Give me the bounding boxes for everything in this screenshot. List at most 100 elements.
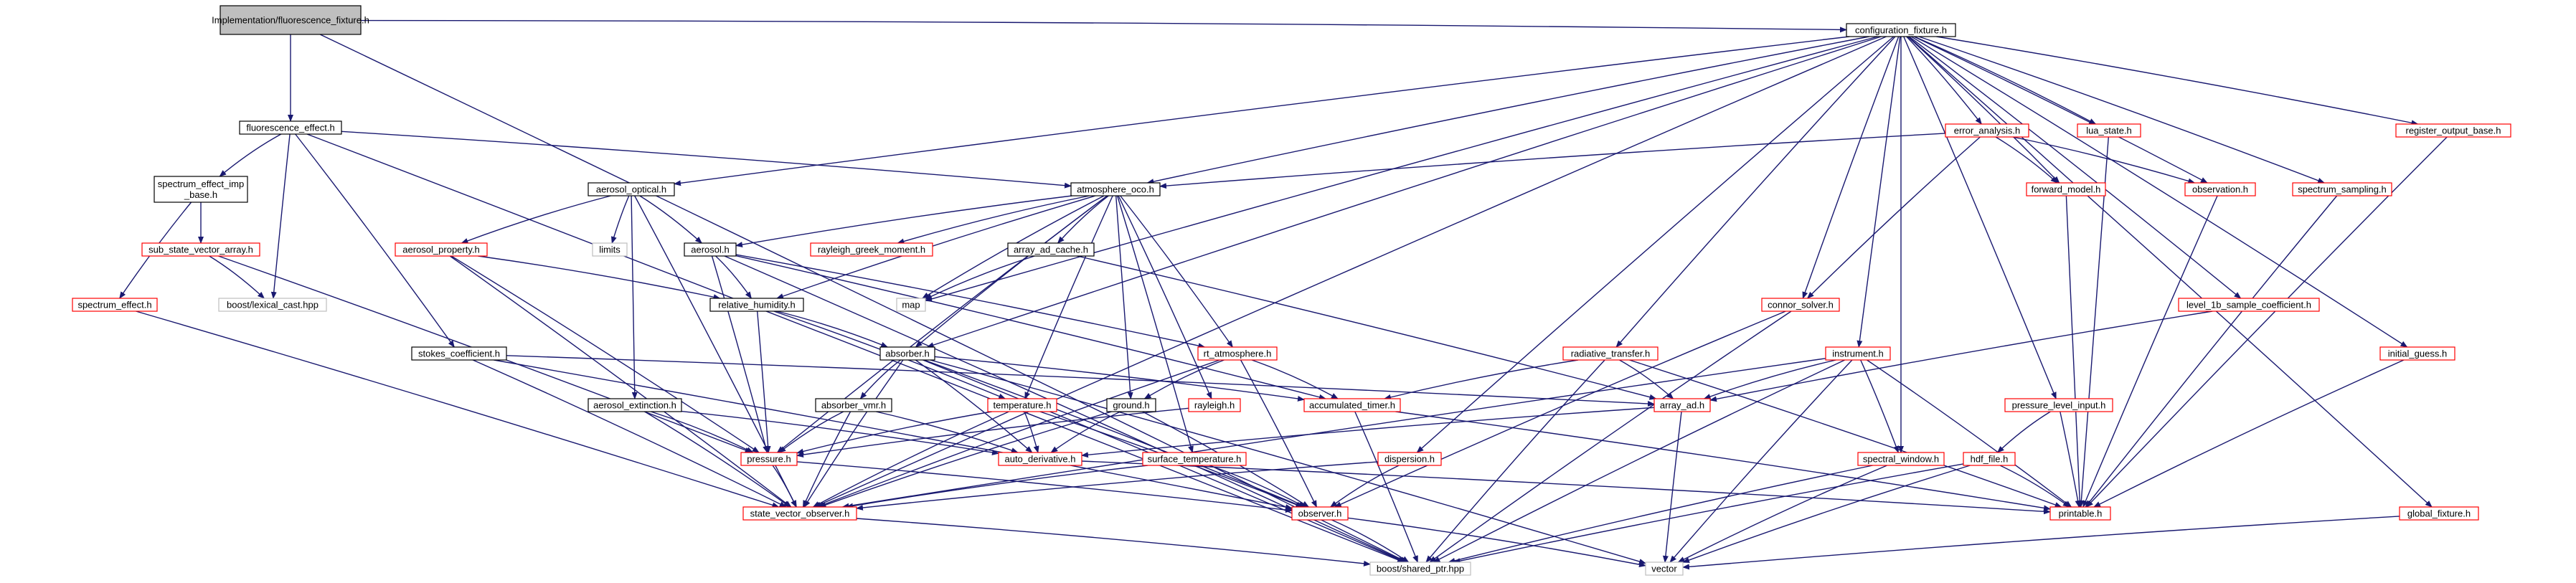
node-box[interactable] (896, 298, 926, 312)
node-boostlex[interactable]: boost/lexical_cast.hpp (218, 298, 327, 312)
node-box[interactable] (1377, 452, 1442, 466)
node-obs1[interactable]: observation.h (2184, 182, 2256, 196)
node-root[interactable]: Implementation/fluorescence_fixture.h (212, 5, 369, 35)
node-aac[interactable]: array_ad_cache.h (1007, 242, 1095, 257)
node-aeroprop[interactable]: aerosol_property.h (395, 242, 488, 257)
node-config[interactable]: configuration_fixture.h (1846, 23, 1956, 37)
node-box[interactable] (588, 398, 682, 412)
node-box[interactable] (987, 398, 1057, 412)
node-box[interactable] (1653, 398, 1711, 412)
node-box[interactable] (815, 398, 892, 412)
node-box[interactable] (998, 452, 1082, 466)
node-arrayad[interactable]: array_ad.h (1653, 398, 1711, 412)
node-box[interactable] (879, 346, 935, 361)
node-box[interactable] (1761, 298, 1840, 312)
node-box[interactable] (2184, 182, 2256, 196)
node-box[interactable] (1857, 452, 1945, 466)
node-box[interactable] (2004, 398, 2113, 412)
node-spec[interactable]: spectrum_effect.h (72, 298, 158, 312)
node-specsamp[interactable]: spectrum_sampling.h (2292, 182, 2392, 196)
node-hdf[interactable]: hdf_file.h (1963, 452, 2016, 466)
node-box[interactable] (2395, 123, 2511, 138)
node-absorber[interactable]: absorber.h (879, 346, 935, 361)
node-gfix[interactable]: global_fixture.h (2399, 506, 2479, 521)
node-svo[interactable]: state_vector_observer.h (742, 506, 857, 521)
node-box[interactable] (218, 298, 327, 312)
node-box[interactable] (395, 242, 488, 257)
node-box[interactable] (588, 182, 675, 196)
node-initg[interactable]: initial_guess.h (2379, 346, 2455, 361)
node-box[interactable] (154, 176, 248, 203)
node-box[interactable] (2178, 298, 2320, 312)
node-box[interactable] (1106, 398, 1156, 412)
node-box[interactable] (1963, 452, 2016, 466)
node-box[interactable] (72, 298, 158, 312)
node-box[interactable] (1825, 346, 1891, 361)
node-seib[interactable]: spectrum_effect_imp_base.h (154, 176, 248, 203)
node-cs[interactable]: connor_solver.h (1761, 298, 1840, 312)
node-disp[interactable]: dispersion.h (1377, 452, 1442, 466)
node-box[interactable] (810, 242, 933, 257)
node-surft[interactable]: surface_temperature.h (1142, 452, 1247, 466)
node-instr[interactable]: instrument.h (1825, 346, 1891, 361)
node-box[interactable] (1197, 346, 1278, 361)
node-box[interactable] (2292, 182, 2392, 196)
node-fluor[interactable]: fluorescence_effect.h (239, 120, 342, 135)
node-atm[interactable]: atmosphere_oco.h (1070, 182, 1161, 196)
node-lvl[interactable]: level_1b_sample_coefficient.h (2178, 298, 2320, 312)
node-box[interactable] (2379, 346, 2455, 361)
node-specwin[interactable]: spectral_window.h (1857, 452, 1945, 466)
node-box[interactable] (1007, 242, 1095, 257)
node-box[interactable] (2077, 123, 2141, 138)
node-regout[interactable]: register_output_base.h (2395, 123, 2511, 138)
node-radtr[interactable]: radiative_transfer.h (1562, 346, 1659, 361)
node-plin[interactable]: pressure_level_input.h (2004, 398, 2113, 412)
node-box[interactable] (1945, 123, 2029, 138)
node-box[interactable] (1369, 561, 1471, 576)
node-aerop[interactable]: aerosol_optical.h (588, 182, 675, 196)
node-pressure[interactable]: pressure.h (740, 452, 798, 466)
node-box[interactable] (592, 242, 628, 257)
node-ssva[interactable]: sub_state_vector_array.h (141, 242, 260, 257)
node-box[interactable] (220, 5, 362, 35)
node-box[interactable] (1142, 452, 1247, 466)
node-rayl[interactable]: rayleigh.h (1188, 398, 1241, 412)
node-lua[interactable]: lua_state.h (2077, 123, 2141, 138)
node-box[interactable] (1303, 398, 1401, 412)
node-rtatm[interactable]: rt_atmosphere.h (1197, 346, 1278, 361)
node-map[interactable]: map (896, 298, 926, 312)
node-box[interactable] (1188, 398, 1241, 412)
node-box[interactable] (1645, 561, 1684, 576)
node-stokes[interactable]: stokes_coefficient.h (411, 346, 507, 361)
node-shptr[interactable]: boost/shared_ptr.hpp (1369, 561, 1471, 576)
node-box[interactable] (2026, 182, 2106, 196)
node-aeroext[interactable]: aerosol_extinction.h (588, 398, 682, 412)
node-absvmr[interactable]: absorber_vmr.h (815, 398, 892, 412)
node-box[interactable] (742, 506, 857, 521)
node-autod[interactable]: auto_derivative.h (998, 452, 1082, 466)
node-box[interactable] (740, 452, 798, 466)
node-box[interactable] (1291, 506, 1349, 521)
node-temp[interactable]: temperature.h (987, 398, 1057, 412)
node-relh[interactable]: relative_humidity.h (709, 298, 804, 312)
node-fwd[interactable]: forward_model.h (2026, 182, 2106, 196)
node-rgm[interactable]: rayleigh_greek_moment.h (810, 242, 933, 257)
node-box[interactable] (2049, 506, 2111, 521)
node-observer[interactable]: observer.h (1291, 506, 1349, 521)
node-error[interactable]: error_analysis.h (1945, 123, 2029, 138)
node-ground[interactable]: ground.h (1106, 398, 1156, 412)
node-box[interactable] (709, 298, 804, 312)
node-box[interactable] (1846, 23, 1956, 37)
node-printable[interactable]: printable.h (2049, 506, 2111, 521)
node-accum[interactable]: accumulated_timer.h (1303, 398, 1401, 412)
node-box[interactable] (684, 242, 737, 257)
node-aero[interactable]: aerosol.h (684, 242, 737, 257)
node-limits[interactable]: limits (592, 242, 628, 257)
node-box[interactable] (411, 346, 507, 361)
node-box[interactable] (2399, 506, 2479, 521)
node-box[interactable] (1070, 182, 1161, 196)
node-box[interactable] (141, 242, 260, 257)
node-vector[interactable]: vector (1645, 561, 1684, 576)
node-box[interactable] (239, 120, 342, 135)
node-box[interactable] (1562, 346, 1659, 361)
